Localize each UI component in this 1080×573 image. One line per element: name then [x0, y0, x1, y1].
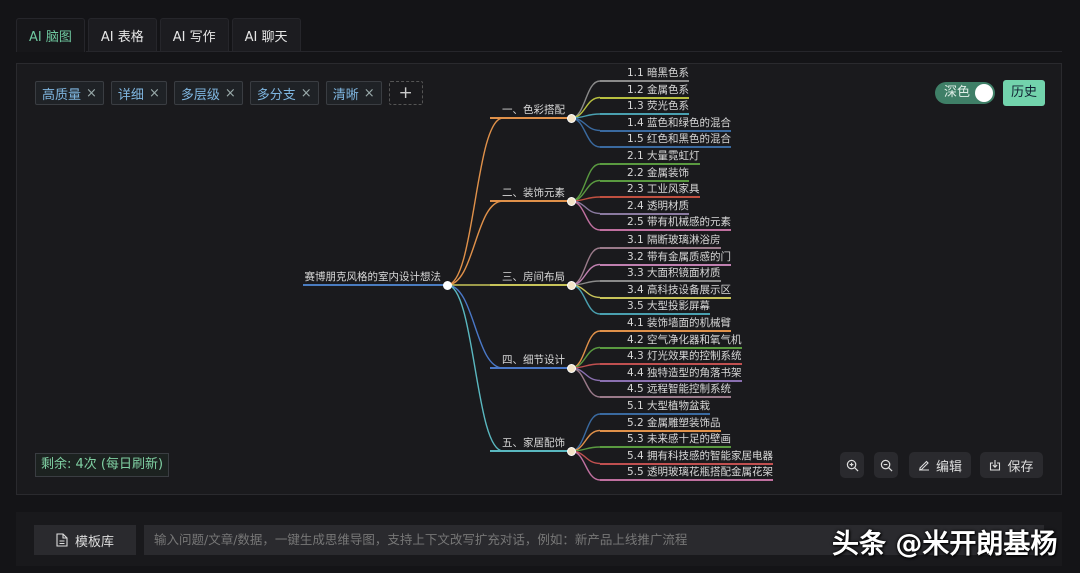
template-label: 模板库 [74, 534, 114, 550]
tab-divider [86, 51, 1062, 52]
add-tag-button[interactable]: + [388, 81, 423, 105]
close-icon[interactable]: × [148, 85, 160, 101]
tab-ai-table[interactable]: AI 表格 [87, 18, 157, 52]
zoom-in-button[interactable] [840, 452, 864, 478]
edit-button[interactable]: 编辑 [909, 452, 971, 478]
dark-mode-toggle[interactable]: 深色 [935, 82, 995, 104]
leaf-node[interactable]: 3.4 高科技设备展示区 [600, 283, 732, 299]
close-icon[interactable]: × [86, 85, 97, 101]
tag-chip[interactable]: 清晰× [325, 81, 382, 105]
tag-list: 高质量× 详细× 多层级× 多分支× 清晰× + [35, 81, 423, 105]
tag-chip[interactable]: 多层级× [173, 81, 243, 105]
save-button[interactable]: 保存 [980, 452, 1043, 478]
branch-toggle-dot[interactable] [566, 446, 576, 456]
leaf-node[interactable]: 4.1 装饰墙面的机械臂 [600, 316, 732, 332]
branch-toggle-dot[interactable] [566, 113, 576, 123]
watermark: 头条 @米开朗基杨 [832, 529, 1058, 560]
download-icon [990, 460, 1001, 471]
zoom-out-icon [880, 459, 892, 471]
edit-label: 编辑 [935, 459, 962, 475]
leaf-node[interactable]: 3.3 大面积镜面材质 [600, 266, 721, 282]
tag-label: 清晰 [332, 87, 359, 103]
branch-node[interactable]: 三、房间布局 [490, 270, 571, 286]
leaf-node[interactable]: 5.5 透明玻璃花瓶搭配金属花架 [600, 465, 774, 481]
leaf-node[interactable]: 1.4 蓝色和绿色的混合 [600, 116, 732, 132]
leaf-node[interactable]: 2.4 透明材质 [600, 199, 690, 215]
tag-chip[interactable]: 详细× [110, 81, 167, 105]
leaf-node[interactable]: 3.1 隔断玻璃淋浴房 [600, 233, 721, 249]
remaining-quota: 剩余: 4次 (每日刷新) [35, 453, 170, 477]
branch-toggle-dot[interactable] [566, 280, 576, 290]
branch-node[interactable]: 二、装饰元素 [490, 186, 571, 202]
leaf-node[interactable]: 4.2 空气净化器和氧气机 [600, 333, 742, 349]
leaf-node[interactable]: 5.4 拥有科技感的智能家居电器 [600, 449, 774, 465]
leaf-node[interactable]: 1.2 金属色系 [600, 83, 690, 99]
leaf-node[interactable]: 1.5 红色和黑色的混合 [600, 132, 732, 148]
close-icon[interactable]: × [363, 85, 375, 101]
tab-ai-chat[interactable]: AI 聊天 [231, 18, 301, 52]
leaf-node[interactable]: 3.5 大型投影屏幕 [600, 299, 711, 315]
leaf-node[interactable]: 5.3 未来感十足的壁画 [600, 432, 732, 448]
zoom-in-icon [846, 459, 858, 471]
plus-icon: + [398, 83, 413, 103]
leaf-node[interactable]: 5.2 金属雕塑装饰品 [600, 416, 721, 432]
tag-label: 高质量 [42, 87, 82, 103]
document-icon [56, 533, 68, 547]
leaf-node[interactable]: 4.4 独特造型的角落书架 [600, 366, 742, 382]
leaf-node[interactable]: 2.1 大量霓虹灯 [600, 149, 700, 165]
input-bar: 模板库 输入问题/文章/数据，一键生成思维导图，支持上下文改写扩充对话，例如：新… [16, 512, 1062, 566]
history-button[interactable]: 历史 [1003, 80, 1046, 106]
pencil-icon [918, 460, 929, 471]
tag-label: 详细 [117, 87, 144, 103]
toggle-knob [975, 84, 993, 102]
leaf-node[interactable]: 1.1 暗黑色系 [600, 66, 690, 82]
tag-chip[interactable]: 多分支× [249, 81, 319, 105]
branch-toggle-dot[interactable] [566, 363, 576, 373]
branch-toggle-dot[interactable] [566, 196, 576, 206]
close-icon[interactable]: × [224, 85, 236, 101]
tag-label: 多层级 [180, 87, 220, 103]
branch-node[interactable]: 五、家居配饰 [490, 436, 571, 452]
leaf-node[interactable]: 1.3 荧光色系 [600, 99, 690, 115]
prompt-input[interactable]: 输入问题/文章/数据，一键生成思维导图，支持上下文改写扩充对话，例如：新产品上线… [144, 525, 1044, 555]
leaf-node[interactable]: 4.3 灯光效果的控制系统 [600, 349, 742, 365]
toggle-label: 深色 [944, 85, 971, 100]
branch-node[interactable]: 一、色彩搭配 [490, 103, 571, 119]
branch-node[interactable]: 四、细节设计 [490, 353, 571, 369]
leaf-node[interactable]: 3.2 带有金属质感的门 [600, 250, 732, 266]
tab-ai-mindmap[interactable]: AI 脑图 [16, 18, 85, 52]
mindmap-panel: 高质量× 详细× 多层级× 多分支× 清晰× + 深色 历史 剩余: 4次 (每… [16, 63, 1062, 495]
tag-label: 多分支 [256, 87, 296, 103]
tag-chip[interactable]: 高质量× [35, 81, 104, 105]
leaf-node[interactable]: 5.1 大型植物盆栽 [600, 399, 711, 415]
leaf-node[interactable]: 2.3 工业风家具 [600, 182, 700, 198]
template-library-button[interactable]: 模板库 [34, 525, 136, 555]
leaf-node[interactable]: 2.2 金属装饰 [600, 166, 690, 182]
tab-ai-writing[interactable]: AI 写作 [159, 18, 229, 52]
leaf-node[interactable]: 2.5 带有机械感的元素 [600, 215, 732, 231]
tab-bar: AI 脑图 AI 表格 AI 写作 AI 聊天 [16, 18, 301, 52]
leaf-node[interactable]: 4.5 远程智能控制系统 [600, 382, 732, 398]
root-toggle-dot[interactable] [442, 280, 452, 290]
root-node[interactable]: 赛博朋克风格的室内设计想法 [303, 270, 447, 286]
zoom-out-button[interactable] [874, 452, 898, 478]
close-icon[interactable]: × [300, 85, 312, 101]
save-label: 保存 [1007, 459, 1034, 475]
